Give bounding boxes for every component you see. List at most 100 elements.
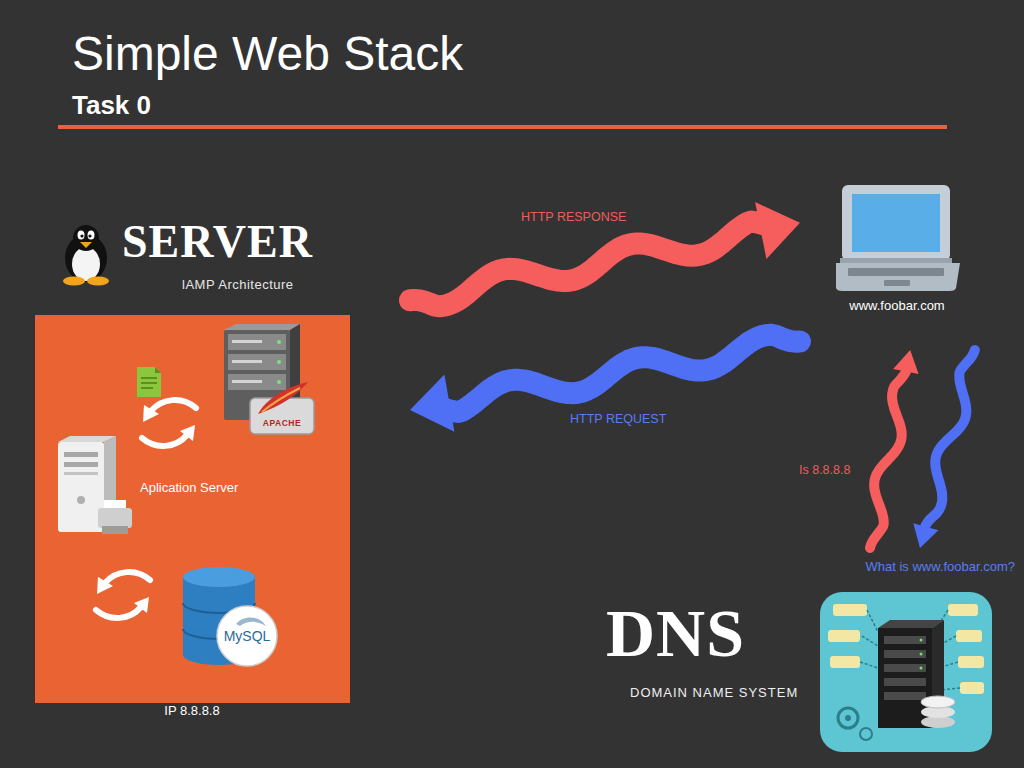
apache-server-icon-part (228, 354, 286, 370)
dns-server-illustration-part (884, 650, 926, 658)
mysql-database-icon-part (217, 606, 277, 666)
laptop-icon-part (836, 263, 960, 291)
exchange-arrows-part (180, 425, 195, 441)
server-stack: SERVERlAMP ArchitectureIP 8.8.8.8 (35, 210, 410, 723)
html-file-icon-part (155, 367, 161, 373)
dns-server-illustration-part (860, 610, 960, 690)
title-underline (58, 125, 947, 129)
apache-server-icon-part (277, 380, 281, 384)
application-server-icon-part (64, 472, 98, 475)
apache-logo-text: APACHE (263, 419, 301, 429)
linux-penguin-part (63, 277, 85, 286)
dns-server-illustration-part (956, 630, 982, 642)
dns-query-arrow-body (924, 350, 975, 535)
dns-server-illustration-part (884, 664, 926, 672)
client-laptop: www.foobar.com (800, 178, 990, 350)
dns-server-illustration-part (838, 708, 858, 728)
linux-penguin-part (88, 234, 91, 237)
http-request-arrow (410, 335, 800, 432)
linux-penguin (63, 225, 109, 286)
linux-penguin-part (87, 277, 109, 286)
dns-server-illustration-part (820, 592, 992, 752)
dns-server-illustration-part (860, 728, 872, 740)
arrow-head (410, 375, 454, 432)
apache-server-icon-part (277, 340, 281, 344)
application-server-icon-part (58, 442, 104, 532)
dns-server-illustration-part (845, 715, 851, 721)
apache-server-icon-part (232, 340, 262, 343)
dns-server-illustration-part (884, 678, 926, 686)
architecture-subtitle: lAMP Architecture (182, 278, 294, 293)
http-response-arrow-body (410, 222, 777, 307)
linux-penguin-part (80, 242, 92, 248)
dns-subtitle: DOMAIN NAME SYSTEM (630, 686, 798, 701)
http-response-arrow (410, 202, 800, 306)
http-request-label: HTTP REQUEST (567, 412, 669, 426)
apache-server-icon-part (258, 382, 308, 414)
http-response-label: HTTP RESPONSE (518, 210, 629, 224)
application-server-icon-part (64, 462, 98, 467)
laptop-icon-part (842, 185, 950, 261)
http-request-arrow-body (434, 335, 800, 412)
apache-server-icon-part (262, 388, 300, 412)
mysql-database-icon-part (183, 567, 255, 587)
exchange-arrows-part (142, 435, 187, 446)
linux-penguin-part (78, 231, 85, 240)
apache-server-icon-part (228, 334, 286, 350)
apache-server-icon-part (232, 360, 262, 363)
html-file-icon-part (141, 377, 157, 379)
task-subtitle: Task 0 (72, 91, 151, 121)
mysql-logo-text: MySQL (224, 628, 271, 644)
apache-server-icon-part (250, 398, 314, 434)
linux-penguin-part (72, 247, 100, 281)
application-server-icon-part (102, 526, 128, 534)
apache-server-icon-part (277, 360, 281, 364)
arrow-head (893, 350, 919, 374)
app-server-label: Aplication Server (140, 481, 238, 496)
dns-query-label: What is www.foobar.com? (862, 560, 1018, 575)
exchange-arrows-part (97, 577, 113, 594)
diagram-title: Simple Web Stack (72, 26, 463, 81)
exchange-arrows-part (134, 597, 149, 613)
laptop-icon-part (852, 194, 940, 252)
html-file-icon (137, 367, 161, 397)
dns-server-illustration-part (920, 667, 923, 670)
apache-server-icon-part (232, 380, 262, 383)
dns-answer-arrow-body (870, 363, 908, 548)
mysql-database-icon-part (236, 617, 266, 626)
laptop-icon (836, 185, 960, 291)
arrow-head (913, 523, 938, 548)
dns-answer-label: Is 8.8.8.8 (796, 463, 853, 477)
application-server-icon-part (64, 452, 98, 457)
exchange-arrows (142, 400, 196, 446)
mysql-database-icon (183, 567, 277, 666)
dns-server-illustration-part (884, 692, 926, 700)
apache-server-icon-part (224, 324, 300, 330)
server-panel-fill (35, 315, 350, 703)
application-server-icon-part (77, 496, 85, 504)
linux-penguin-part (88, 231, 95, 240)
dns-server-illustration-part (830, 656, 860, 668)
exchange-arrows (96, 572, 150, 618)
exchange-arrows-part (143, 405, 159, 422)
exchange-arrows-part (96, 607, 141, 618)
linux-penguin-part (80, 234, 83, 237)
dns-server-illustration-part (833, 604, 867, 616)
dns-server-illustration-part (828, 630, 860, 642)
laptop-icon-part (884, 280, 910, 286)
arrow-head (755, 202, 800, 259)
dns-server-illustration (820, 592, 992, 752)
dns-server-illustration-part (920, 653, 923, 656)
html-file-icon-part (137, 367, 161, 397)
dns-server-illustration-part (958, 656, 984, 668)
exchange-arrows-part (151, 400, 196, 411)
dns-server-illustration-part (920, 639, 923, 642)
application-server-icon-part (98, 508, 132, 528)
html-file-icon-part (141, 382, 157, 384)
dns-server-illustration-part (921, 696, 955, 708)
dns-server-illustration-part (948, 604, 978, 616)
dns-server-illustration-part (884, 636, 926, 644)
html-file-icon-part (141, 387, 153, 389)
